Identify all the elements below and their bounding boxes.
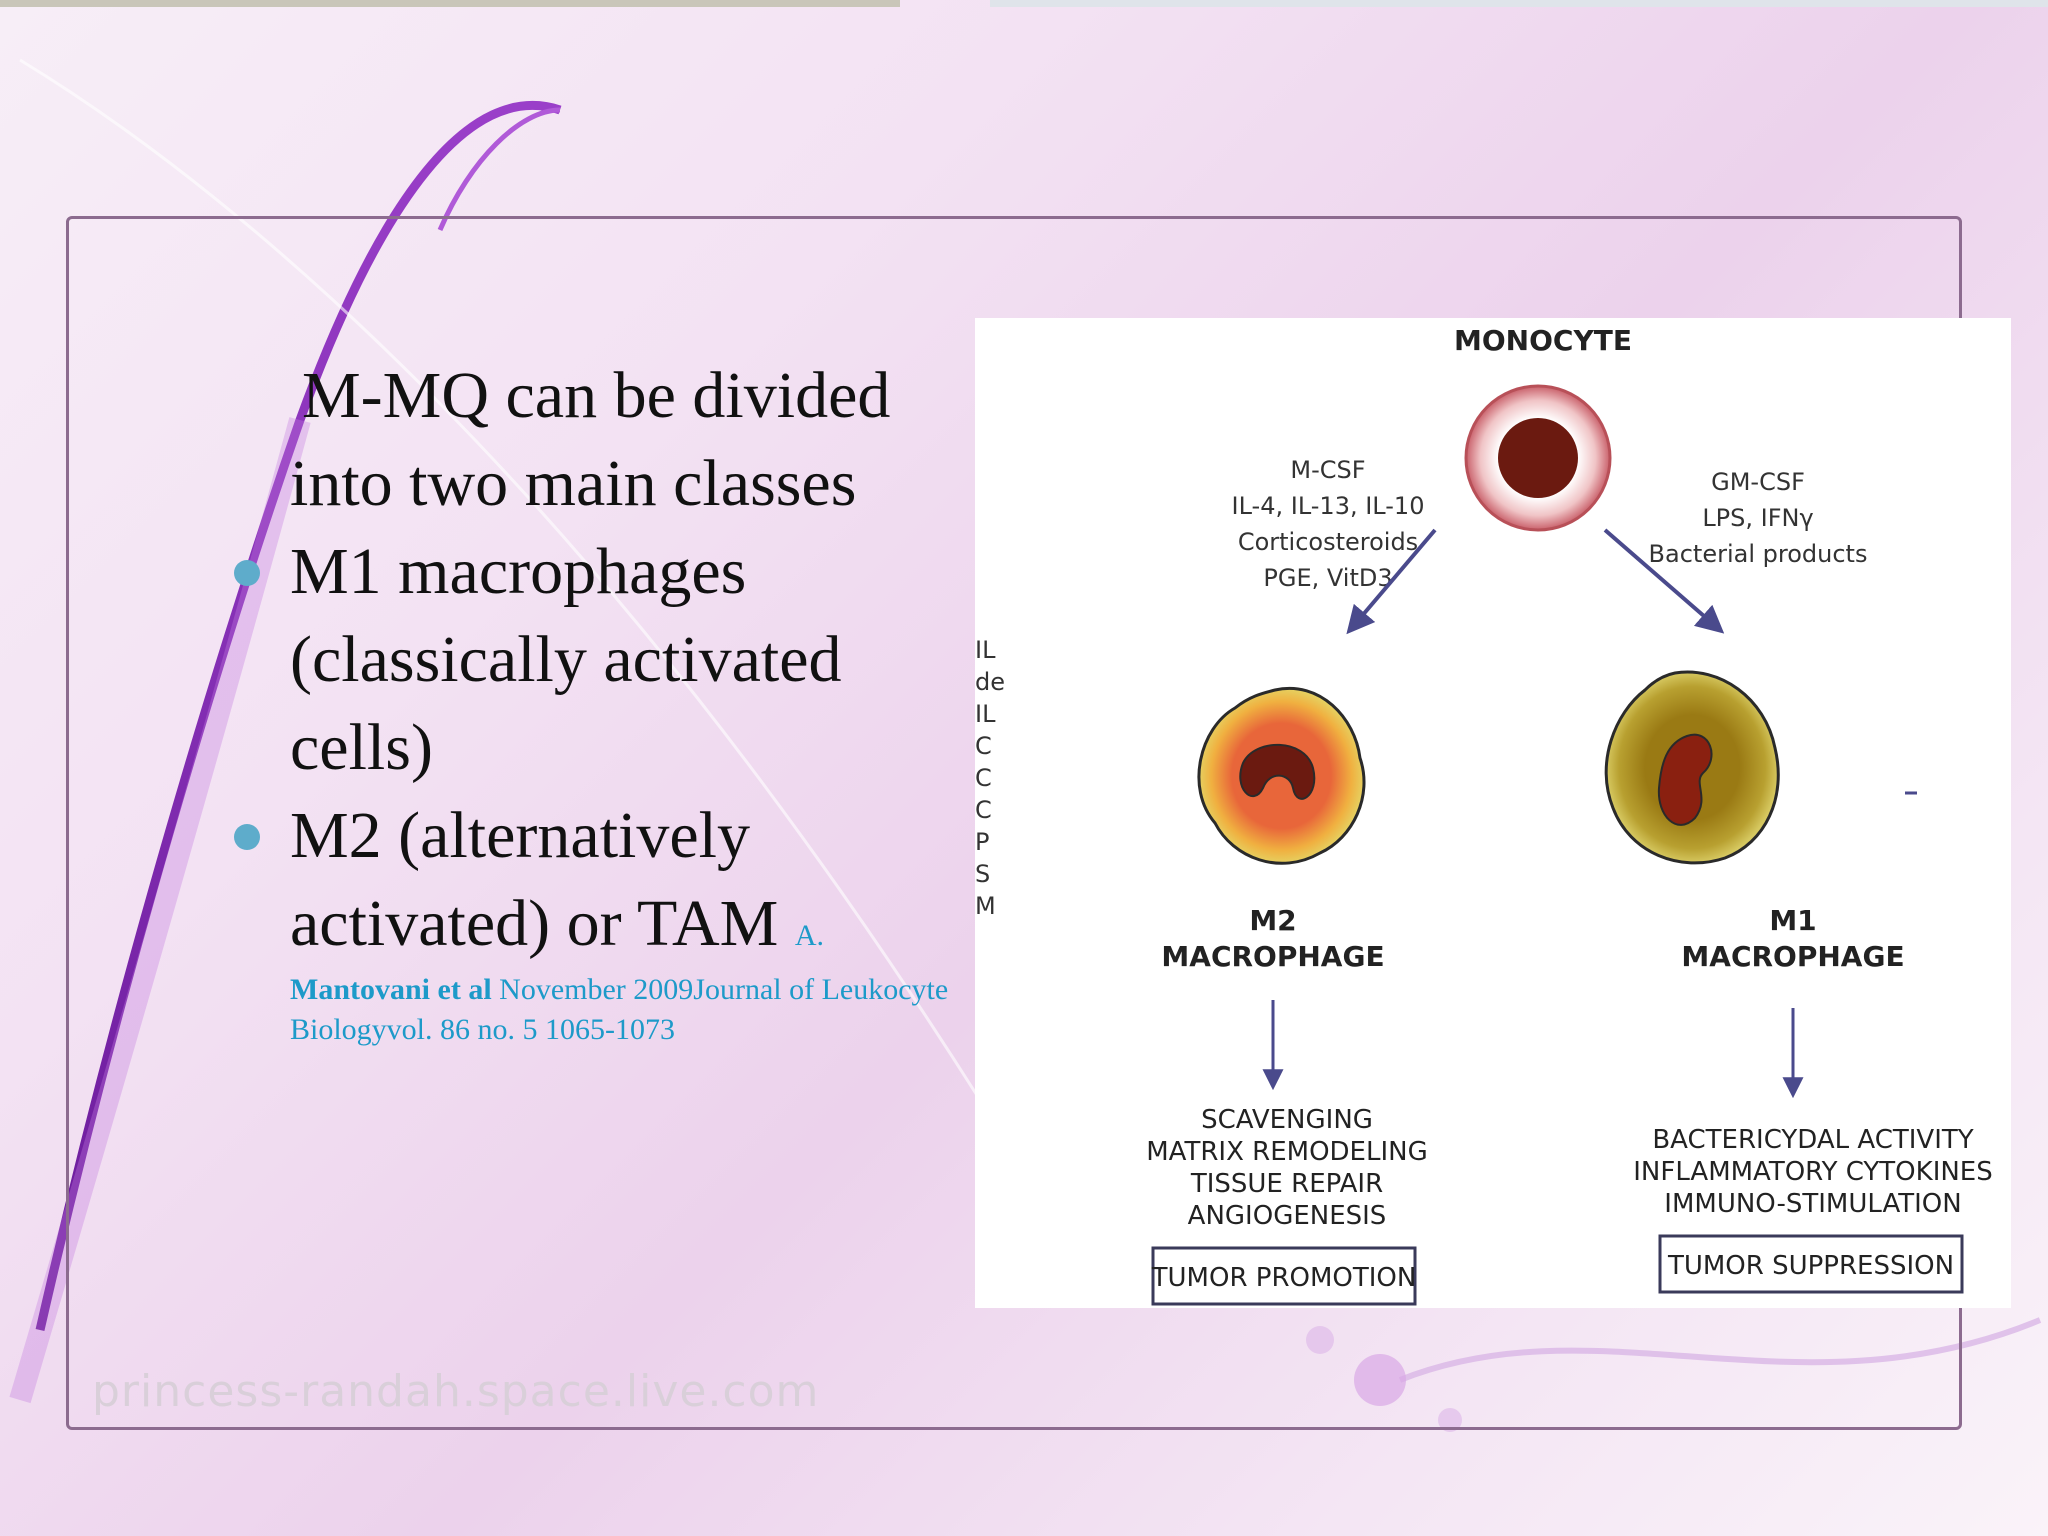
cut-letter: C bbox=[975, 732, 992, 760]
diagram-canvas: MONOCYTE M-CSF IL-4, IL-13, IL-10 Cortic… bbox=[975, 324, 1993, 1306]
m2-outcome-box bbox=[1151, 1246, 1417, 1306]
cut-letter: S bbox=[975, 860, 990, 888]
m1-function: IMMUNO-STIMULATION bbox=[1664, 1189, 1961, 1219]
m2-function: MATRIX REMODELING bbox=[1146, 1137, 1427, 1167]
cut-letter: C bbox=[975, 764, 992, 792]
intro-text: M-MQ can be divided into two main classe… bbox=[290, 359, 891, 520]
m1-label: MACROPHAGE bbox=[1681, 940, 1904, 973]
m2-function: SCAVENGING bbox=[1201, 1105, 1373, 1135]
cut-letter: M bbox=[975, 892, 996, 920]
top-accent-bar-right bbox=[990, 0, 2048, 7]
macrophage-diagram: MONOCYTE M-CSF IL-4, IL-13, IL-10 Cortic… bbox=[975, 318, 2011, 1308]
m2-nucleus bbox=[1239, 743, 1316, 800]
left-factor: PGE, VitD3 bbox=[1263, 564, 1392, 592]
top-accent-bar-left bbox=[0, 0, 900, 7]
right-factor: GM-CSF bbox=[1711, 468, 1805, 496]
watermark: princess-randah.space.live.com bbox=[92, 1366, 820, 1417]
reference-details: November 2009Journal of Leukocyte Biolog… bbox=[290, 973, 949, 1046]
bullet-m1: M1 macrophages (classically activated ce… bbox=[228, 528, 958, 792]
m1-label: M1 bbox=[1769, 904, 1816, 937]
right-factor: LPS, IFNγ bbox=[1702, 504, 1813, 532]
m1-outcome-box bbox=[1658, 1234, 1964, 1294]
bullet-m2-text: M2 (alternatively activated) or TAM bbox=[290, 799, 795, 960]
arrow-to-m2 bbox=[1346, 528, 1437, 635]
bullet-dot-icon bbox=[234, 824, 260, 850]
cut-letter: de bbox=[975, 668, 1005, 696]
bullet-list: M1 macrophages (classically activated ce… bbox=[228, 528, 958, 1050]
m1-function: BACTERICYDAL ACTIVITY bbox=[1652, 1125, 1973, 1155]
arrow-to-m1 bbox=[1603, 528, 1725, 634]
left-factor: Corticosteroids bbox=[1238, 528, 1418, 556]
monocyte-nucleus bbox=[1498, 418, 1578, 498]
m1-nucleus bbox=[1657, 733, 1713, 826]
monocyte-title: MONOCYTE bbox=[1454, 324, 1632, 357]
bullet-dot-icon bbox=[234, 560, 260, 586]
bullet-m1-text: M1 macrophages (classically activated ce… bbox=[290, 535, 842, 784]
reference-citation: Mantovani et al November 2009Journal of … bbox=[290, 970, 958, 1050]
m1-outcome: TUMOR SUPPRESSION bbox=[1667, 1251, 1954, 1281]
reference-initial: A. bbox=[794, 919, 825, 952]
reference-author: Mantovani et al bbox=[290, 973, 492, 1006]
cut-letter: IL bbox=[975, 636, 996, 664]
m2-function: TISSUE REPAIR bbox=[1190, 1169, 1383, 1199]
left-factor: M-CSF bbox=[1290, 456, 1365, 484]
cut-letter: C bbox=[975, 796, 992, 824]
left-factor: IL-4, IL-13, IL-10 bbox=[1232, 492, 1425, 520]
m2-label: M2 bbox=[1249, 904, 1296, 937]
m1-function: INFLAMMATORY CYTOKINES bbox=[1633, 1157, 1993, 1187]
right-factor: Bacterial products bbox=[1649, 540, 1868, 568]
bullet-m2: M2 (alternatively activated) or TAM A. M… bbox=[228, 792, 958, 1050]
cut-letter: IL bbox=[975, 700, 996, 728]
slide-text: M-MQ can be divided into two main classe… bbox=[228, 352, 958, 1050]
m2-outcome: TUMOR PROMOTION bbox=[1151, 1263, 1417, 1293]
m2-function: ANGIOGENESIS bbox=[1188, 1201, 1387, 1231]
m2-label: MACROPHAGE bbox=[1161, 940, 1384, 973]
cut-letter: P bbox=[975, 828, 989, 856]
